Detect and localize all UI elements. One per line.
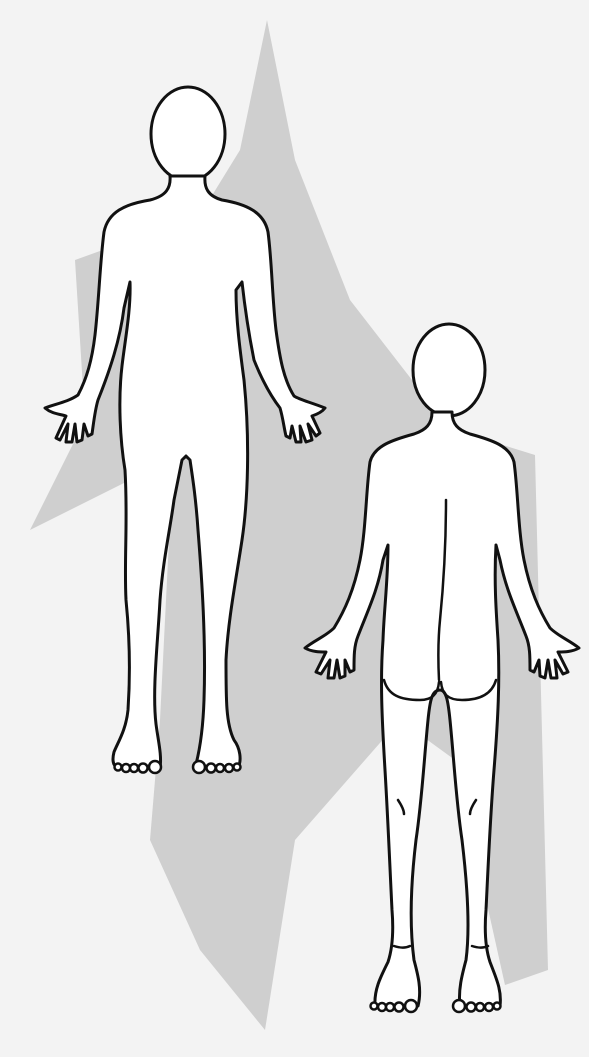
- front-right-toe-2: [207, 764, 216, 773]
- front-left-toe-3: [130, 764, 138, 772]
- front-left-toe-1: [149, 761, 161, 773]
- front-right-toe-4: [225, 764, 233, 772]
- back-right-toe-2: [467, 1003, 476, 1012]
- back-left-toe-2: [395, 1003, 404, 1012]
- back-right-toe-3: [476, 1003, 484, 1011]
- front-right-toe-1: [193, 761, 205, 773]
- back-left-toe-1: [405, 1000, 417, 1012]
- front-right-toe-3: [216, 764, 224, 772]
- front-left-toe-2: [139, 764, 148, 773]
- front-left-toe-5: [115, 764, 122, 771]
- back-left-toe-3: [386, 1003, 394, 1011]
- back-right-toe-4: [485, 1003, 493, 1011]
- front-head: [151, 87, 225, 181]
- back-left-toe-5: [371, 1003, 378, 1010]
- back-head: [413, 324, 485, 416]
- back-right-toe-5: [494, 1003, 501, 1010]
- back-right-toe-1: [453, 1000, 465, 1012]
- front-right-toe-5: [234, 764, 241, 771]
